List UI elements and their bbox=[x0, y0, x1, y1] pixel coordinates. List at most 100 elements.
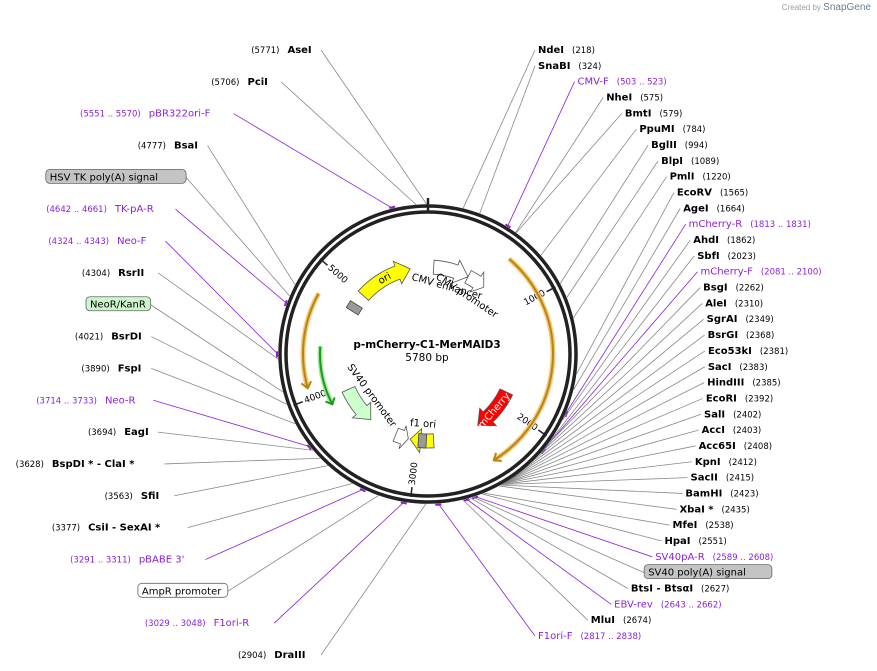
site-f1ori-r[interactable]: (3029 .. 3048)F1ori-R bbox=[145, 618, 249, 629]
orf-arrowhead-0 bbox=[492, 452, 502, 463]
site-blpi[interactable]: BlpI(1089) bbox=[661, 156, 719, 167]
site-bamhi[interactable]: BamHI(2423) bbox=[685, 488, 758, 499]
site-bsai[interactable]: (4777)BsaI bbox=[138, 141, 198, 152]
site-saci[interactable]: SacI(2383) bbox=[708, 362, 768, 373]
neor-kanr-connector bbox=[150, 304, 284, 393]
site-sali[interactable]: SalI(2402) bbox=[704, 409, 761, 420]
site-sfii[interactable]: (3563)SfiI bbox=[105, 491, 160, 502]
site-sbfi[interactable]: SbfI(2023) bbox=[697, 251, 756, 262]
tick-4000 bbox=[293, 401, 304, 406]
site-pcii[interactable]: (5706)PciI bbox=[211, 77, 268, 88]
site-neo-r[interactable]: (3714 .. 3733)Neo-R bbox=[36, 395, 135, 406]
csii-sexai-label: (3377)CsiI - SexAI * bbox=[52, 523, 161, 534]
site-rsrii[interactable]: (4304)RsrII bbox=[82, 268, 144, 279]
site-pbabe-3[interactable]: (3291 .. 3311)pBABE 3' bbox=[70, 554, 184, 565]
sgrai-label: SgrAI(2349) bbox=[707, 314, 774, 325]
site-ampr-promoter[interactable]: AmpR promoter bbox=[137, 582, 229, 598]
site-acci[interactable]: AccI(2403) bbox=[702, 425, 762, 436]
site-bspdi-clai[interactable]: (3628)BspDI * - ClaI * bbox=[16, 459, 136, 470]
site-nhei[interactable]: NheI(575) bbox=[606, 93, 663, 104]
site-ecorv[interactable]: EcoRV(1565) bbox=[677, 188, 748, 199]
site-draiii[interactable]: (2904)DraIII bbox=[238, 650, 305, 661]
kpni-connector bbox=[502, 461, 692, 485]
site-f1ori-f[interactable]: F1ori-F(2817 .. 2838) bbox=[538, 631, 641, 642]
site-hpai[interactable]: HpaI(2551) bbox=[665, 536, 727, 547]
site-eagi[interactable]: (3694)EagI bbox=[88, 427, 149, 438]
site-ebv-rev[interactable]: EBV-rev(2643 .. 2662) bbox=[614, 599, 721, 610]
ebv-rev-primer-mark bbox=[463, 498, 470, 502]
hindiii-label: HindIII(2385) bbox=[707, 378, 781, 389]
site-acc65i[interactable]: Acc65I(2408) bbox=[699, 441, 773, 452]
site-alei[interactable]: AleI(2310) bbox=[705, 298, 763, 309]
site-mfei[interactable]: MfeI(2538) bbox=[673, 520, 734, 531]
tk-pa-r-connector bbox=[175, 208, 288, 304]
bmti-label: BmtI(579) bbox=[625, 108, 682, 119]
ahdi-connector bbox=[562, 239, 691, 420]
neor-kanr-box bbox=[85, 296, 152, 312]
f1ori-f-label: F1ori-F(2817 .. 2838) bbox=[538, 631, 641, 642]
site-ndei[interactable]: NdeI(218) bbox=[538, 45, 595, 56]
blpi-connector bbox=[566, 160, 659, 298]
site-asei[interactable]: (5771)AseI bbox=[251, 45, 311, 56]
site-sgrai[interactable]: SgrAI(2349) bbox=[707, 314, 774, 325]
site-sv40-poly-a-signal[interactable]: SV40 poly(A) signal bbox=[643, 564, 773, 580]
ecori-label: EcoRI(2392) bbox=[706, 393, 773, 404]
site-xbai[interactable]: XbaI *(2435) bbox=[679, 504, 749, 515]
site-ecori[interactable]: EcoRI(2392) bbox=[706, 393, 773, 404]
cmv-enhancer-arrow bbox=[432, 259, 469, 284]
site-snabi[interactable]: SnaBI(324) bbox=[538, 61, 601, 72]
site-sacii[interactable]: SacII(2415) bbox=[691, 473, 755, 484]
sali-label: SalI(2402) bbox=[704, 409, 761, 420]
site-pmli[interactable]: PmlI(1220) bbox=[670, 172, 731, 183]
site-fspi[interactable]: (3890)FspI bbox=[81, 363, 141, 374]
cmv-f-primer-mark bbox=[504, 223, 511, 229]
bsai-connector bbox=[207, 145, 296, 285]
alei-connector bbox=[516, 303, 703, 476]
site-mcherry-f[interactable]: mCherry-F(2081 .. 2100) bbox=[700, 267, 821, 278]
eagi-connector bbox=[157, 431, 314, 451]
snapgene-credit: Created by SnapGene bbox=[782, 2, 871, 13]
sv40-poly-a-signal-connector bbox=[472, 496, 645, 574]
site-ppumi[interactable]: PpuMI(784) bbox=[639, 124, 705, 135]
site-pbr322ori-f[interactable]: (5551 .. 5570)pBR322ori-F bbox=[80, 109, 211, 120]
site-eco53ki[interactable]: Eco53kI(2381) bbox=[708, 346, 788, 357]
tk-pa-r-primer-mark bbox=[283, 299, 288, 307]
asei-label: (5771)AseI bbox=[251, 45, 311, 56]
site-neo-f[interactable]: (4324 .. 4343)Neo-F bbox=[48, 236, 146, 247]
site-neor-kanr[interactable]: NeoR/KanR bbox=[85, 296, 152, 312]
site-tk-pa-r[interactable]: (4642 .. 4661)TK-pA-R bbox=[46, 204, 154, 215]
site-bsrgi[interactable]: BsrGI(2368) bbox=[708, 330, 775, 341]
site-csii-sexai[interactable]: (3377)CsiI - SexAI * bbox=[52, 523, 161, 534]
site-mcherry-r[interactable]: mCherry-R(1813 .. 1831) bbox=[689, 219, 811, 230]
pbr322ori-f-connector bbox=[233, 113, 393, 209]
pmli-connector bbox=[573, 176, 667, 318]
site-mlui[interactable]: MluI(2674) bbox=[591, 615, 651, 626]
site-bmti[interactable]: BmtI(579) bbox=[625, 108, 682, 119]
bsai-label: (4777)BsaI bbox=[138, 141, 198, 152]
bsgi-connector bbox=[522, 287, 701, 471]
site-bglii[interactable]: BglII(994) bbox=[651, 140, 708, 151]
sv40-promoter-arrow bbox=[341, 385, 372, 420]
pcii-label: (5706)PciI bbox=[211, 77, 268, 88]
label-connector-lines bbox=[150, 49, 706, 656]
site-bsrdi[interactable]: (4021)BsrDI bbox=[75, 332, 142, 343]
sfii-connector bbox=[174, 465, 328, 497]
site-bsgi[interactable]: BsgI(2262) bbox=[703, 283, 764, 294]
orf-band-0 bbox=[492, 257, 556, 463]
mlui-label: MluI(2674) bbox=[591, 615, 651, 626]
site-hsv-tk-poly-a-signal[interactable]: HSV TK poly(A) signal bbox=[45, 168, 187, 184]
site-ahdi[interactable]: AhdI(1862) bbox=[693, 235, 755, 246]
bsgi-label: BsgI(2262) bbox=[703, 283, 764, 294]
site-agei[interactable]: AgeI(1664) bbox=[683, 203, 745, 214]
site-cmv-f[interactable]: CMV-F(503 .. 523) bbox=[578, 77, 667, 88]
hsv-tk-poly-a-signal-box bbox=[45, 168, 187, 184]
site-kpni[interactable]: KpnI(2412) bbox=[695, 457, 757, 468]
site-hindiii[interactable]: HindIII(2385) bbox=[707, 378, 781, 389]
site-btsi-bts-i[interactable]: BtsI - BtsαI(2627) bbox=[631, 583, 729, 594]
site-sv40pa-r[interactable]: SV40pA-R(2589 .. 2608) bbox=[655, 552, 773, 563]
ampr-promoter-connector bbox=[227, 495, 379, 592]
hsv-tk-poly-a-signal-connector bbox=[185, 177, 290, 297]
small-feature-line-0 bbox=[319, 346, 334, 405]
pmli-label: PmlI(1220) bbox=[670, 172, 731, 183]
